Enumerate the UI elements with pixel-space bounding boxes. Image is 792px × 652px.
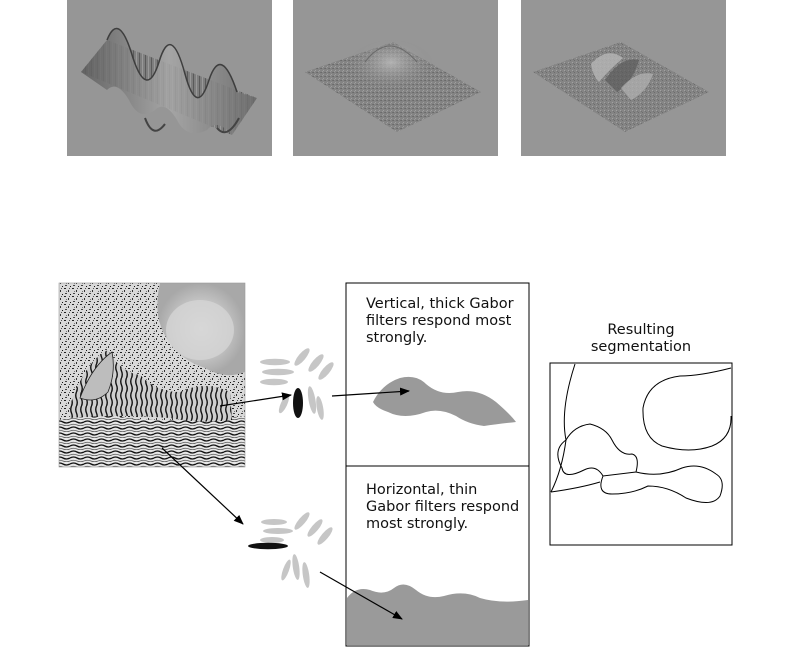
segmentation-result-box — [550, 363, 732, 545]
horizontal-gabor-filter-bank — [248, 510, 335, 588]
segmentation-title-line1: Resulting — [550, 322, 732, 339]
vertical-gabor-filter-bank — [260, 346, 336, 420]
horizontal-filter-caption: Horizontal, thin Gabor filters respond m… — [366, 482, 526, 533]
vertical-filter-caption: Vertical, thick Gabor filters respond mo… — [366, 296, 526, 347]
segmentation-title-line2: segmentation — [550, 339, 732, 356]
input-texture-image — [59, 283, 245, 467]
